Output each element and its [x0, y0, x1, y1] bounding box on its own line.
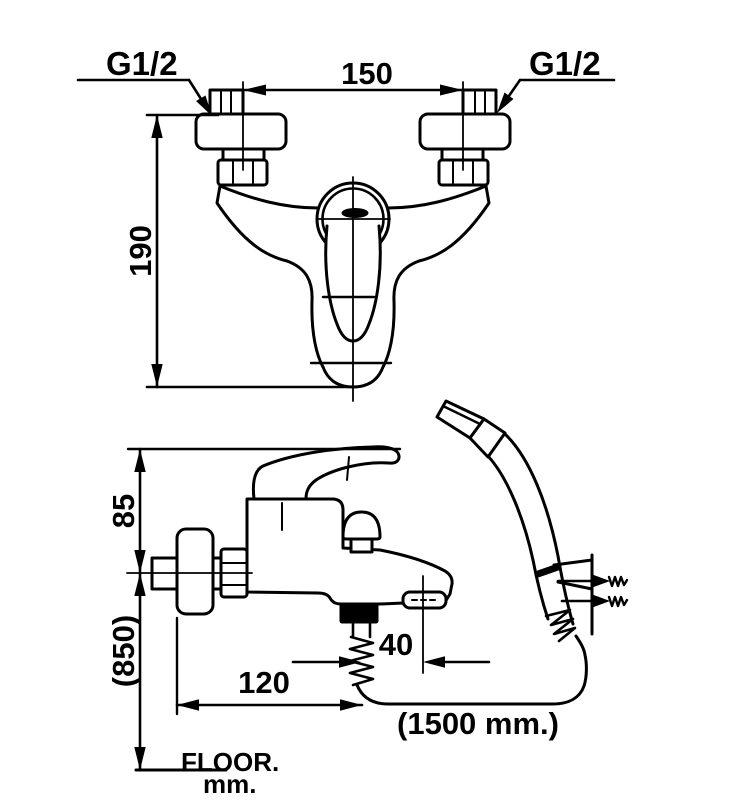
shower-hose	[355, 634, 588, 706]
hose-length-label: (1500 mm.)	[397, 706, 559, 741]
right-wall-pipe	[461, 88, 498, 118]
shower-handle-right-edge	[503, 432, 575, 626]
dim-850-label: (850)	[106, 615, 141, 687]
screw-top-anchor	[607, 575, 629, 588]
thread-label-left: G1/2	[106, 45, 178, 82]
side-view-dimensions: 85 (850) FLOOR. mm. 120 40 (1500 mm.)	[106, 447, 559, 799]
dim-150-label: 150	[341, 56, 393, 91]
side-lever-handle	[251, 445, 401, 501]
hand-shower	[435, 399, 629, 643]
hose-upper-segment	[574, 634, 587, 657]
hose-tail	[355, 683, 390, 706]
diverter-knob-cap	[341, 510, 382, 541]
shower-handle-left-edge	[486, 454, 550, 621]
screw-bottom-arrow	[591, 594, 610, 608]
front-view	[194, 81, 512, 402]
thread-right-arrow	[497, 92, 514, 113]
bracket-top-edge	[552, 558, 594, 567]
thread-left-arrow	[196, 95, 212, 116]
side-flange	[175, 527, 215, 616]
dim-190-arrow-bottom	[151, 364, 163, 387]
diverter-knob-stem	[349, 537, 374, 554]
dim-150-arrow-left	[243, 84, 266, 96]
brand-mark	[341, 208, 369, 218]
unit-label: mm.	[203, 769, 256, 799]
dim-85-label: 85	[106, 494, 141, 528]
left-flange	[194, 112, 288, 151]
handle-hose-coil	[544, 608, 577, 643]
shower-head-bevel	[441, 404, 482, 426]
dim-120-arrow-right	[340, 699, 362, 711]
dim-120-label: 120	[238, 665, 290, 700]
dim-120-arrow-left	[177, 699, 199, 711]
dim-40-arrow-left	[339, 656, 361, 668]
left-wall-pipe	[208, 88, 245, 118]
dim-85-arrow-bottom	[134, 550, 146, 573]
dim-190-label: 190	[123, 225, 158, 277]
dim-85-arrow-top	[134, 449, 146, 472]
dim-850-arrow-top	[134, 573, 146, 596]
dim-40-arrow-right	[423, 656, 445, 668]
dim-150-arrow-right	[440, 84, 463, 96]
screw-top-arrow	[591, 574, 610, 588]
dim-850-arrow-bottom	[134, 747, 146, 770]
hose-loop	[386, 653, 588, 706]
hose-nut	[339, 603, 379, 624]
bracket-clamp	[534, 563, 562, 578]
side-view	[126, 445, 454, 687]
dim-40-label: 40	[379, 627, 413, 662]
dim-190-arrow-top	[151, 115, 163, 138]
thread-label-right: G1/2	[529, 45, 601, 82]
screw-bottom-anchor	[607, 595, 629, 608]
bracket-bottom-edge	[556, 580, 594, 591]
front-view-dimensions: 150 G1/2 G1/2 190	[76, 45, 616, 389]
floor-label: FLOOR.	[181, 747, 279, 777]
right-flange	[418, 112, 512, 151]
lever-seam-tick	[346, 456, 350, 481]
